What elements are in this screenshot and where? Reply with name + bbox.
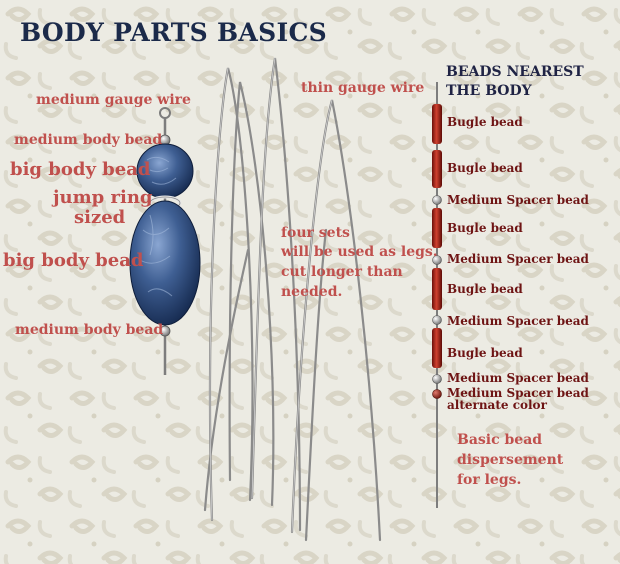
- spacer-bead-3: [432, 315, 442, 325]
- label-four-sets-line1: four sets: [281, 225, 350, 241]
- bugle-bead-2: [432, 150, 442, 188]
- bugle-bead-1: [432, 104, 442, 144]
- label-four-sets-line3: cut longer than: [281, 264, 403, 280]
- bugle-bead-3: [432, 208, 442, 248]
- label-four-sets-line2: will be used as legs.: [281, 244, 438, 260]
- note-line3: for legs.: [457, 472, 522, 488]
- label-big-body-bead-top: big body bead: [10, 159, 151, 180]
- label-medium-body-bead-bottom: medium body bead: [15, 322, 164, 338]
- bead-label-6: Bugle bead: [447, 282, 523, 296]
- bead-label-3: Medium Spacer bead: [447, 193, 589, 207]
- bugle-bead-4: [432, 268, 442, 310]
- bead-label-8: Bugle bead: [447, 346, 523, 360]
- bead-label-9: Medium Spacer bead: [447, 371, 589, 385]
- note-line2: dispersement: [457, 452, 564, 468]
- strand-heading-line1: BEADS NEAREST: [446, 64, 584, 80]
- bead-label-5: Medium Spacer bead: [447, 252, 589, 266]
- big-body-bead-oval: [129, 200, 201, 326]
- strand-heading-line2: THE BODY: [446, 83, 532, 99]
- bead-label-10: Medium Spacer bead: [447, 386, 589, 400]
- spacer-bead-alternate: [432, 389, 442, 399]
- medium-body-bead-bottom: [159, 325, 171, 337]
- spacer-bead-4: [432, 374, 442, 384]
- thin-gauge-wire-5: [203, 248, 250, 512]
- label-medium-body-bead-top: medium body bead: [14, 132, 163, 148]
- label-four-sets-line4: needed.: [281, 284, 343, 300]
- page-title: BODY PARTS BASICS: [20, 18, 328, 47]
- bead-label-4: Bugle bead: [447, 221, 523, 235]
- thin-gauge-wire-2: [228, 81, 275, 507]
- label-thin-gauge-wire: thin gauge wire: [301, 80, 425, 96]
- bugle-bead-5: [432, 328, 442, 368]
- thin-gauge-wire-6: [304, 228, 328, 542]
- bead-label-7: Medium Spacer bead: [447, 314, 589, 328]
- spacer-bead-2: [432, 255, 442, 265]
- bead-label-1: Bugle bead: [447, 115, 523, 129]
- bead-label-2: Bugle bead: [447, 161, 523, 175]
- bead-label-11: alternate color: [447, 398, 547, 412]
- label-jump-ring-line2: sized: [74, 207, 126, 228]
- label-big-body-bead-bottom: big body bead: [3, 250, 144, 271]
- wire-eye-loop: [159, 107, 171, 119]
- note-line1: Basic bead: [457, 432, 543, 448]
- label-medium-gauge-wire: medium gauge wire: [36, 92, 191, 108]
- label-jump-ring-line1: jump ring: [53, 187, 153, 208]
- spacer-bead-1: [432, 195, 442, 205]
